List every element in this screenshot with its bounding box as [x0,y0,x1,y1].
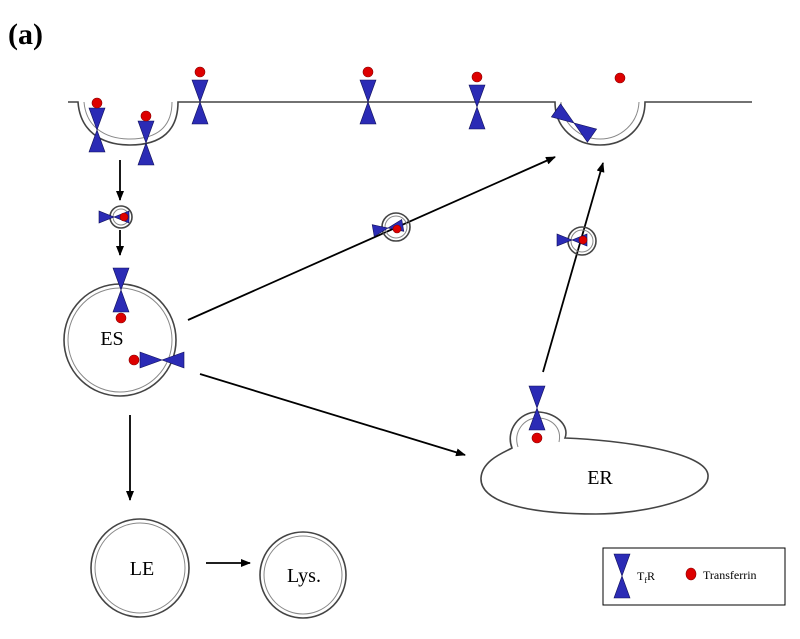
legend: TfR Transferrin [602,547,786,606]
recycling-vesicle-from-er [556,226,597,256]
arrow-es-to-surface [187,156,556,321]
transferrin-legend-label: Transferrin [703,568,757,582]
es-label: ES [100,328,123,350]
surface-receptor-3 [191,66,209,125]
plasma-membrane [68,101,752,146]
late-endosome: LE [90,518,190,618]
recycled-receptor [551,103,597,143]
endocytic-vesicle [98,205,133,229]
er-receptor [528,385,546,444]
receptor-legend-label: TfR [637,569,655,585]
arrow-er-to-surface [542,162,605,373]
le-label: LE [130,558,154,580]
surface-receptor-4 [359,66,377,125]
surface-receptor-5 [468,71,486,130]
es-receptor-top [112,267,130,324]
lys-label: Lys. [287,565,321,587]
panel-label: (a) [8,18,43,51]
endocytic-recycling-compartment: ER [480,411,709,515]
es-receptor-side [128,351,185,369]
surface-receptor-2 [137,110,155,166]
er-label: ER [587,467,613,489]
surface-receptor-1 [88,97,106,153]
recycling-vesicle-direct [371,212,411,242]
lysosome: Lys. [259,531,347,619]
arrow-es-to-er [199,373,466,457]
released-transferrin [614,72,626,84]
transferrin-legend-icon [685,567,697,581]
